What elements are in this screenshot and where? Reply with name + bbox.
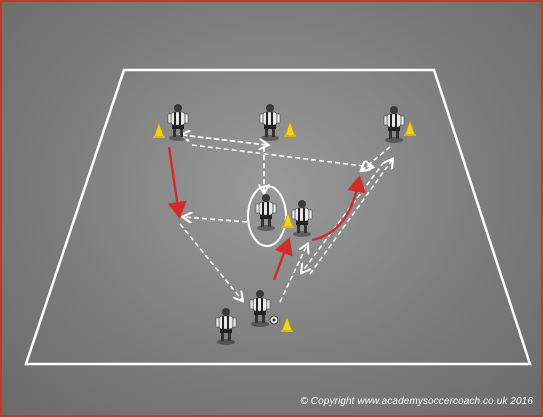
pass-arrows [180,135,392,302]
player-icon [291,199,313,238]
pass-arrow [362,146,391,170]
pass-arrow [191,144,372,167]
highlight-circle [247,185,287,247]
player-icon [259,103,281,142]
pass-arrow [279,245,307,303]
pass-arrow [309,160,392,275]
player-icon [383,105,405,144]
run-arrows [167,146,367,281]
pass-arrow [302,161,385,272]
pitch-boundary [24,68,532,366]
cone-icon [403,120,417,137]
pass-arrow [184,217,248,222]
cone-icon [283,121,297,138]
copyright-text: © Copyright www.academysoccercoach.co.uk… [300,396,533,407]
run-arrow [311,175,367,242]
pass-arrow [179,223,242,300]
cone-icon [280,316,294,333]
run-arrow [167,146,187,219]
run-arrow [272,237,293,281]
cone-icon [152,122,166,139]
cones [152,120,417,333]
ball-icon [269,315,279,325]
player-icon [255,193,277,232]
player-icon [249,289,271,328]
player-icon [215,307,237,346]
pass-arrow [182,135,268,146]
